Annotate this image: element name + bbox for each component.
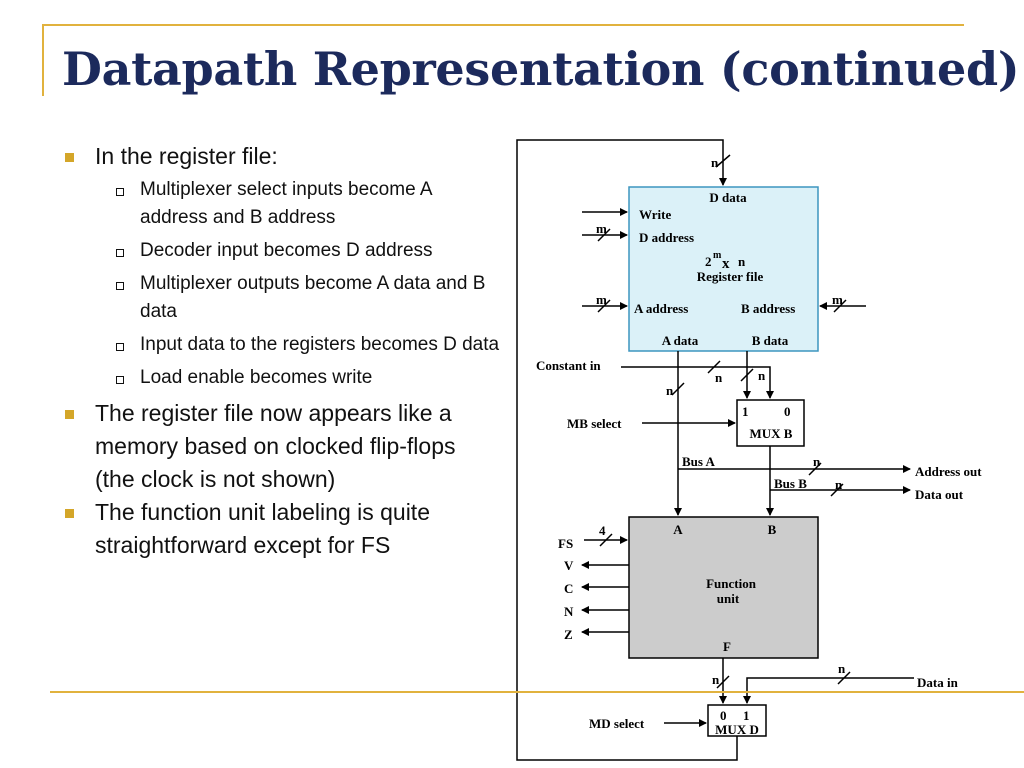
address-out-label: Address out	[915, 464, 982, 479]
width-slash	[599, 533, 613, 547]
datapath-wires	[516, 139, 914, 761]
sub-bullet-text: Multiplexer outputs become A data and B …	[140, 273, 486, 322]
sub-bullet-item: Input data to the registers becomes D da…	[60, 331, 500, 359]
width-slash	[833, 299, 847, 313]
width-label-n: n	[835, 477, 843, 492]
z-status-label: Z	[564, 627, 573, 642]
size-x-label: x	[722, 256, 730, 272]
hollow-square-bullet-icon	[116, 282, 124, 290]
mux-b-block	[736, 399, 805, 447]
sub-bullet-text: Load enable becomes write	[140, 367, 373, 388]
register-file-block	[628, 186, 819, 352]
sub-bullet-text: Input data to the registers becomes D da…	[140, 334, 500, 355]
c-status-label: C	[564, 581, 573, 596]
width-slash	[597, 228, 611, 242]
bullet-item: The register file now appears like a mem…	[60, 397, 500, 496]
sub-bullet-item: Multiplexer select inputs become A addre…	[60, 176, 500, 232]
sub-bullet-text: Decoder input becomes D address	[140, 240, 433, 261]
bullet-text: The function unit labeling is quite stra…	[95, 499, 430, 558]
width-label-n: n	[838, 661, 846, 676]
bus-a-label: Bus A	[682, 454, 715, 469]
width-slash	[837, 671, 851, 685]
width-slash	[707, 360, 721, 374]
bus-b-label: Bus B	[774, 476, 807, 491]
sub-bullet-item: Load enable becomes write	[60, 364, 500, 392]
mux-d-input-0-label: 0	[720, 708, 727, 723]
width-slash	[830, 483, 844, 497]
bullet-text: In the register file:	[95, 143, 278, 169]
width-label-m: m	[596, 221, 607, 236]
bullet-text: The register file now appears like a mem…	[95, 400, 456, 492]
function-unit-block	[628, 516, 819, 659]
mux-b-input-1-label: 1	[742, 404, 749, 419]
function-unit-output-f: F	[723, 639, 731, 654]
sub-bullet-item: Multiplexer outputs become A data and B …	[60, 270, 500, 326]
square-bullet-icon	[65, 153, 74, 162]
a-address-label: A address	[634, 301, 688, 316]
width-label-n: n	[813, 454, 821, 469]
width-label-n: n	[712, 672, 720, 687]
sub-bullet-text: Multiplexer select inputs become A addre…	[140, 179, 432, 228]
mux-d-name: MUX D	[715, 722, 759, 737]
md-select-label: MD select	[589, 716, 645, 731]
b-data-label: B data	[752, 333, 789, 348]
width-label-n: n	[666, 383, 674, 398]
constant-in-label: Constant in	[536, 358, 601, 373]
hollow-square-bullet-icon	[116, 376, 124, 384]
width-label-m: m	[596, 292, 607, 307]
width-slash	[716, 675, 730, 689]
width-slash	[808, 462, 822, 476]
sub-bullet-item: Decoder input becomes D address	[60, 237, 500, 265]
fs-width-label: 4	[599, 523, 606, 538]
mux-b-name: MUX B	[750, 426, 793, 441]
hollow-square-bullet-icon	[116, 343, 124, 351]
d-address-label: D address	[639, 230, 694, 245]
square-bullet-icon	[65, 509, 74, 518]
function-unit-name-1: Function	[706, 576, 757, 591]
width-label-m: m	[832, 292, 843, 307]
size-base-label: 2	[705, 254, 712, 269]
mb-select-label: MB select	[567, 416, 622, 431]
d-data-label: D data	[709, 190, 747, 205]
size-n-label: n	[738, 254, 746, 269]
hollow-square-bullet-icon	[116, 249, 124, 257]
left-accent-line	[42, 24, 44, 96]
data-out-label: Data out	[915, 487, 964, 502]
width-slash	[671, 382, 685, 396]
constant-in-wire	[621, 366, 774, 399]
width-label-n: n	[715, 370, 723, 385]
mux-b-input-0-label: 0	[784, 404, 791, 419]
function-unit-input-b: B	[768, 522, 777, 537]
width-label-n: n	[758, 368, 766, 383]
data-in-label: Data in	[917, 675, 959, 690]
feedback-wire	[516, 139, 738, 761]
data-in-wire	[743, 677, 914, 704]
n-status-label: N	[564, 604, 574, 619]
bullet-list: In the register file: Multiplexer select…	[60, 140, 500, 562]
function-unit-name-2: unit	[717, 591, 740, 606]
square-bullet-icon	[65, 410, 74, 419]
width-slash	[597, 299, 611, 313]
width-label-n: n	[711, 155, 719, 170]
b-address-label: B address	[741, 301, 795, 316]
size-exponent-label: m	[713, 250, 722, 261]
a-data-label: A data	[662, 333, 699, 348]
top-accent-line	[42, 24, 964, 26]
mux-d-input-1-label: 1	[743, 708, 750, 723]
bullet-item: In the register file:	[60, 140, 500, 173]
bullet-item: The function unit labeling is quite stra…	[60, 496, 500, 562]
slide-title: Datapath Representation (continued)	[62, 42, 1020, 96]
hollow-square-bullet-icon	[116, 188, 124, 196]
function-unit-input-a: A	[673, 522, 683, 537]
write-label: Write	[639, 207, 671, 222]
register-file-name: Register file	[697, 269, 764, 284]
fs-label: FS	[558, 536, 573, 551]
v-status-label: V	[564, 558, 574, 573]
width-slash	[740, 368, 754, 382]
bottom-accent-line	[50, 691, 1024, 693]
width-slash	[715, 154, 731, 168]
